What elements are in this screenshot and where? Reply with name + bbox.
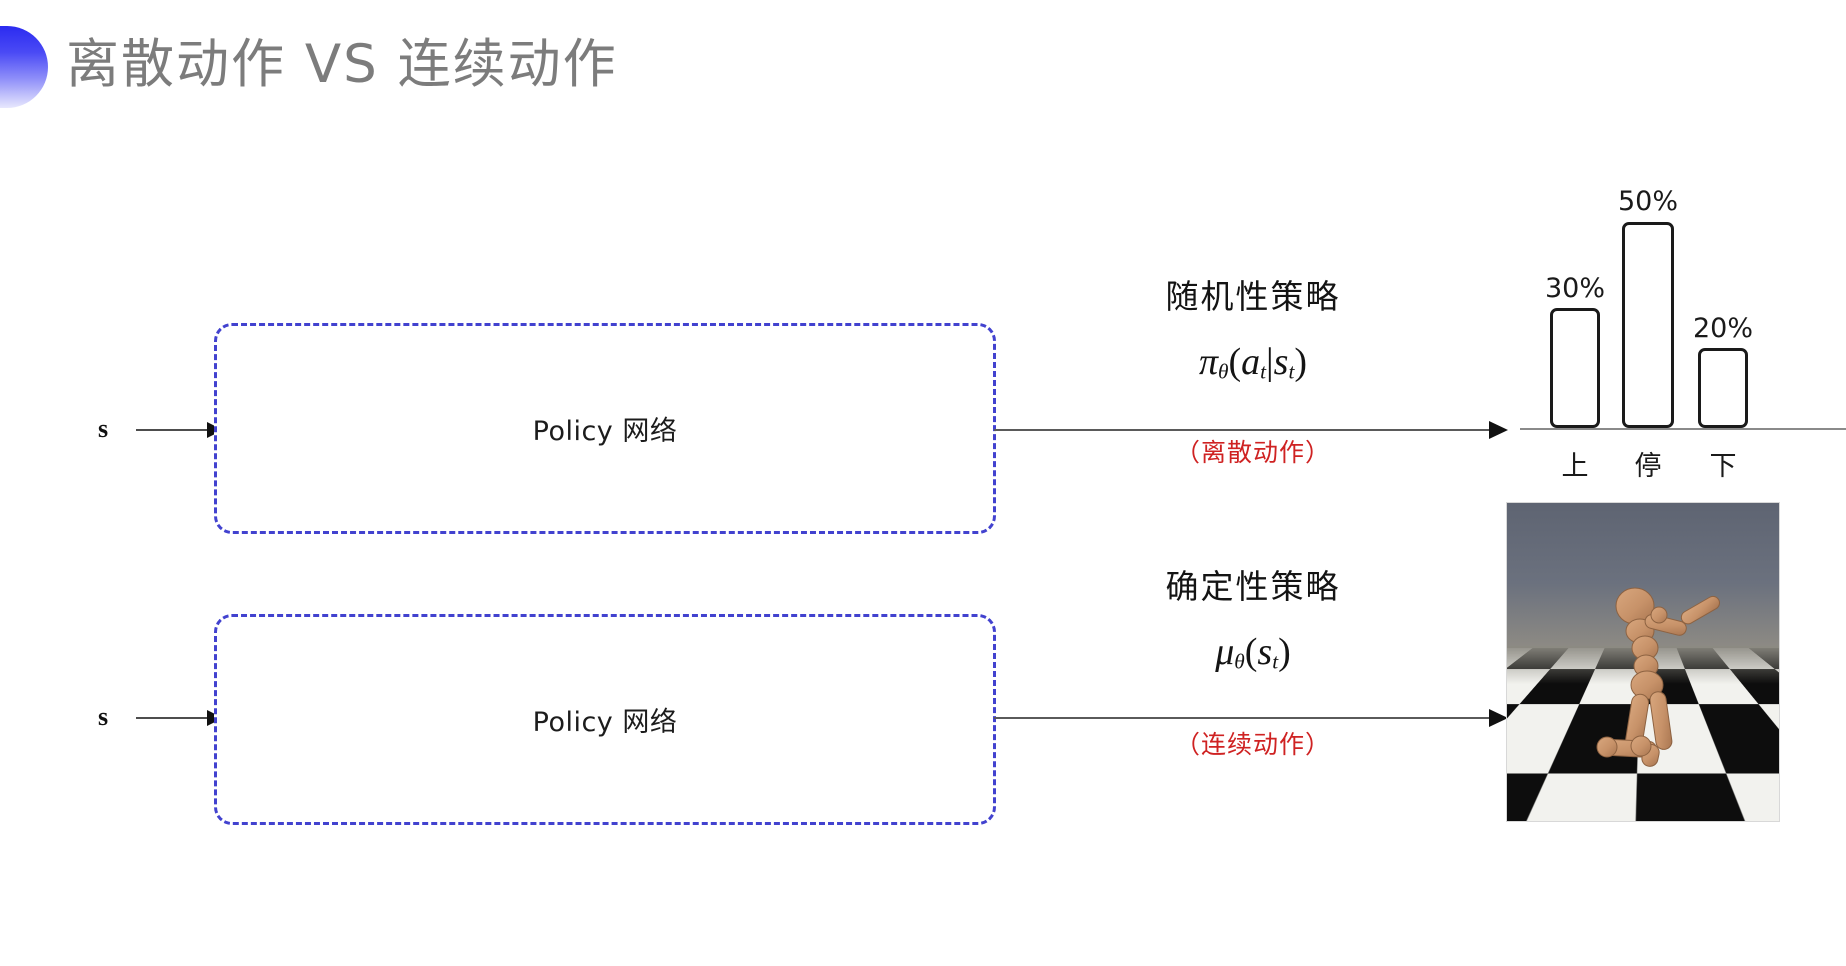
bar-category-stop: 停 bbox=[1634, 451, 1662, 482]
continuous-policy-network-label: Policy 网络 bbox=[532, 707, 678, 738]
discrete-action-note: （离散动作） bbox=[1174, 437, 1331, 467]
discrete-input-state-label: s bbox=[98, 414, 109, 443]
discrete-policy-network-label: Policy 网络 bbox=[532, 416, 678, 447]
continuous-output-arrow-icon bbox=[994, 709, 1508, 727]
discrete-policy-network-box[interactable]: Policy 网络 bbox=[214, 323, 996, 534]
continuous-policy-formula: μθ(st) bbox=[1215, 631, 1291, 674]
discrete-annotation: 随机性策略 πθ(at|st) （离散动作） bbox=[1078, 270, 1428, 469]
continuous-policy-network-box[interactable]: Policy 网络 bbox=[214, 614, 996, 825]
bar-value-up: 30% bbox=[1544, 273, 1605, 304]
continuous-action-row: s Policy 网络 确定性策略 μθ(st) （连续动作） bbox=[0, 502, 1846, 940]
discrete-action-row: s Policy 网络 随机性策略 πθ(at|st) （离散动作） 30% 5… bbox=[0, 118, 1846, 534]
continuous-action-note: （连续动作） bbox=[1174, 729, 1331, 759]
humanoid-simulation-image bbox=[1506, 502, 1780, 822]
page-title: 离散动作 VS 连续动作 bbox=[66, 34, 618, 95]
bar-value-stop: 50% bbox=[1617, 186, 1678, 217]
bar-category-up: 上 bbox=[1561, 451, 1589, 482]
discrete-policy-formula: πθ(at|st) bbox=[1198, 341, 1308, 384]
bar-up bbox=[1550, 308, 1600, 428]
discrete-policy-kind-label: 随机性策略 bbox=[1165, 277, 1341, 316]
bar-value-down: 20% bbox=[1692, 313, 1753, 344]
title-accent-shape-icon bbox=[0, 26, 48, 108]
bar-category-down: 下 bbox=[1709, 451, 1737, 482]
humanoid-figure-icon bbox=[1596, 587, 1720, 767]
bar-down bbox=[1698, 348, 1748, 428]
continuous-annotation: 确定性策略 μθ(st) （连续动作） bbox=[1078, 560, 1428, 761]
discrete-output-arrow-icon bbox=[994, 421, 1508, 439]
continuous-input-arrow-icon bbox=[136, 710, 223, 726]
bar-stop bbox=[1622, 222, 1674, 428]
action-probability-bar-chart: 30% 50% 20% 上 停 下 bbox=[1520, 128, 1846, 482]
continuous-policy-kind-label: 确定性策略 bbox=[1165, 567, 1341, 606]
chart-x-axis bbox=[1520, 428, 1846, 430]
discrete-input-arrow-icon bbox=[136, 422, 223, 438]
continuous-input-state-label: s bbox=[98, 702, 109, 731]
